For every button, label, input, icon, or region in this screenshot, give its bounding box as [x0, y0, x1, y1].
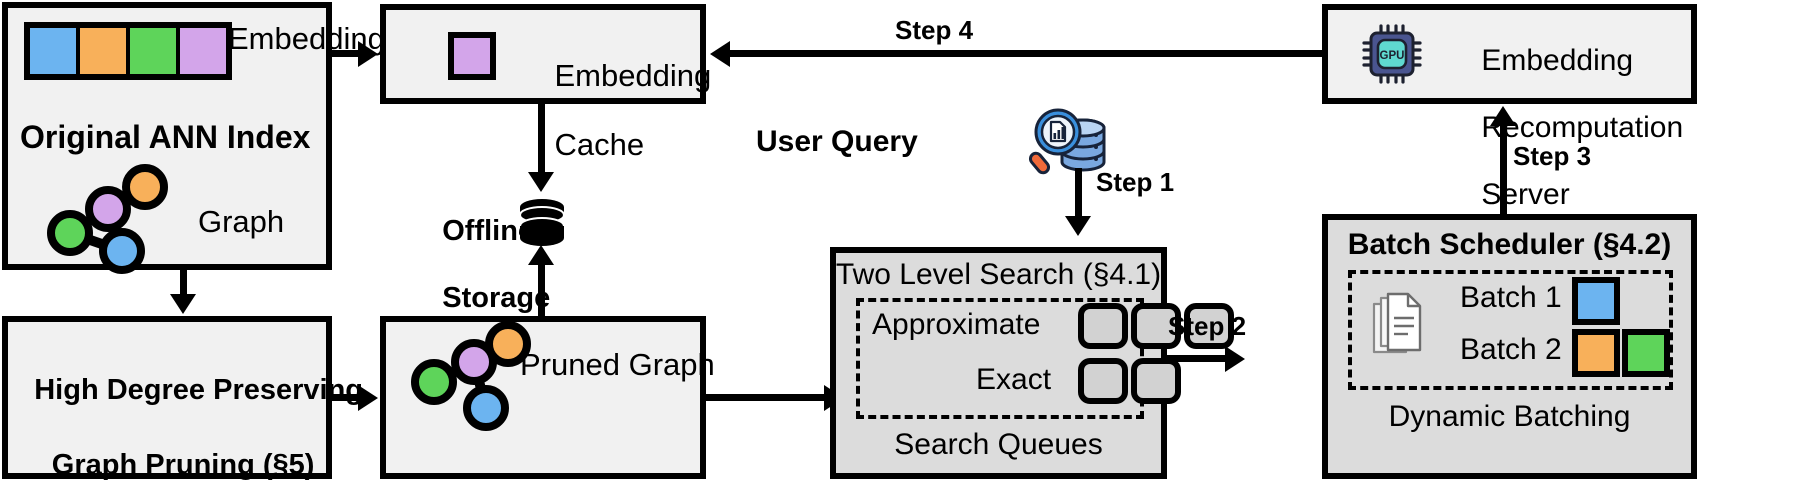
embedding-cache-title: Embedding Cache [520, 24, 711, 198]
two-level-search-title: Two Level Search (§4.1) [835, 258, 1162, 291]
queue-slot[interactable] [1184, 303, 1234, 349]
arrow-index-to-pruning [170, 294, 196, 314]
connector-step4 [730, 50, 1322, 57]
embedding-cache-box [380, 4, 706, 104]
embedding-cache-title-line1: Embedding [554, 57, 712, 93]
search-row-label-approximate: Approximate [872, 308, 1041, 341]
offline-storage-line2: Storage [442, 282, 551, 315]
arrow-cache-to-storage [528, 172, 554, 192]
documents-stack-icon [1372, 292, 1422, 354]
queue-slot[interactable] [1131, 303, 1181, 349]
original-ann-index-title: Original ANN Index [20, 119, 311, 155]
step4-label: Step 4 [895, 15, 974, 45]
dynamic-batching-caption: Dynamic Batching [1388, 400, 1631, 433]
offline-storage-label: Offline Storage [410, 182, 550, 349]
connector-index-to-pruning [180, 270, 187, 298]
arrow-step1 [1065, 216, 1091, 236]
queue-slot[interactable] [1078, 358, 1128, 404]
batch-scheduler-title: Batch Scheduler (§4.2) [1347, 228, 1672, 261]
graph-pruning-title: High Degree Preserving Graph Pruning (§5… [2, 334, 363, 481]
embedding-cell-blue [30, 28, 80, 74]
arrow-prunedgraph-to-storage [528, 245, 554, 265]
batch-colors-1 [1572, 277, 1620, 325]
graph-pruning-line1: High Degree Preserving [34, 373, 364, 406]
gpu-icon-text: GPU [1380, 50, 1405, 62]
embedding-cache-title-line2: Cache [554, 127, 645, 163]
query-search-database-icon [1028, 108, 1106, 175]
recomputation-server-title: Embedding Recomputation Server [1448, 10, 1683, 245]
batch-color-green [1622, 329, 1670, 377]
search-queue-row-exact [1078, 358, 1181, 404]
embedding-cell-purple [180, 28, 226, 74]
connector-cache-to-storage [538, 104, 545, 176]
gpu-chip-icon: GPU [1362, 24, 1422, 84]
queue-slot[interactable] [1131, 358, 1181, 404]
dynamic-batching-dashed-region [1348, 270, 1673, 390]
batch-color-blue [1572, 277, 1620, 325]
graph-label: Graph [198, 204, 285, 239]
embedding-cell-green [130, 28, 180, 74]
embedding-cell-orange [80, 28, 130, 74]
recomputation-server-line1: Embedding [1481, 43, 1634, 77]
batch-colors-2 [1572, 329, 1670, 377]
connector-step3 [1500, 124, 1507, 214]
graph-pruning-box [2, 316, 332, 479]
search-row-label-exact: Exact [976, 363, 1052, 396]
pruned-graph-label: Pruned Graph [520, 347, 715, 382]
arrow-pruning-to-prunedgraph [358, 385, 378, 411]
arrow-index-to-cache [358, 41, 378, 67]
graph-pruning-line2: Graph Pruning (§5) [51, 449, 315, 481]
embedding-cache-chip [448, 32, 496, 80]
connector-step1 [1075, 168, 1082, 220]
original-graph-icon [47, 164, 168, 274]
queue-slot[interactable] [1078, 303, 1128, 349]
step3-label: Step 3 [1513, 141, 1592, 171]
connector-prunedgraph-to-search [706, 394, 828, 401]
connector-prunedgraph-to-storage [538, 258, 545, 320]
search-queue-row-approximate [1078, 303, 1234, 349]
embedding-color-strip [24, 22, 232, 80]
arrow-step3 [1490, 106, 1516, 126]
connector-pruning-to-prunedgraph [332, 394, 362, 401]
connector-index-to-cache [332, 50, 362, 57]
user-query-label: User Query [756, 125, 918, 158]
offline-storage-line1: Offline [442, 215, 535, 248]
recomputation-server-line3: Server [1481, 177, 1570, 211]
batch-label-2: Batch 2 [1460, 333, 1562, 366]
batch-label-1: Batch 1 [1460, 281, 1562, 314]
arrow-step4 [710, 41, 730, 67]
search-queues-caption: Search Queues [894, 428, 1103, 461]
batch-color-orange [1572, 329, 1620, 377]
step2-label: Step 2 [1168, 311, 1247, 341]
pruned-graph-icon [411, 321, 531, 431]
arrow-step2 [1225, 346, 1245, 372]
connector-step2 [1167, 355, 1229, 362]
step1-label: Step 1 [1096, 167, 1175, 197]
